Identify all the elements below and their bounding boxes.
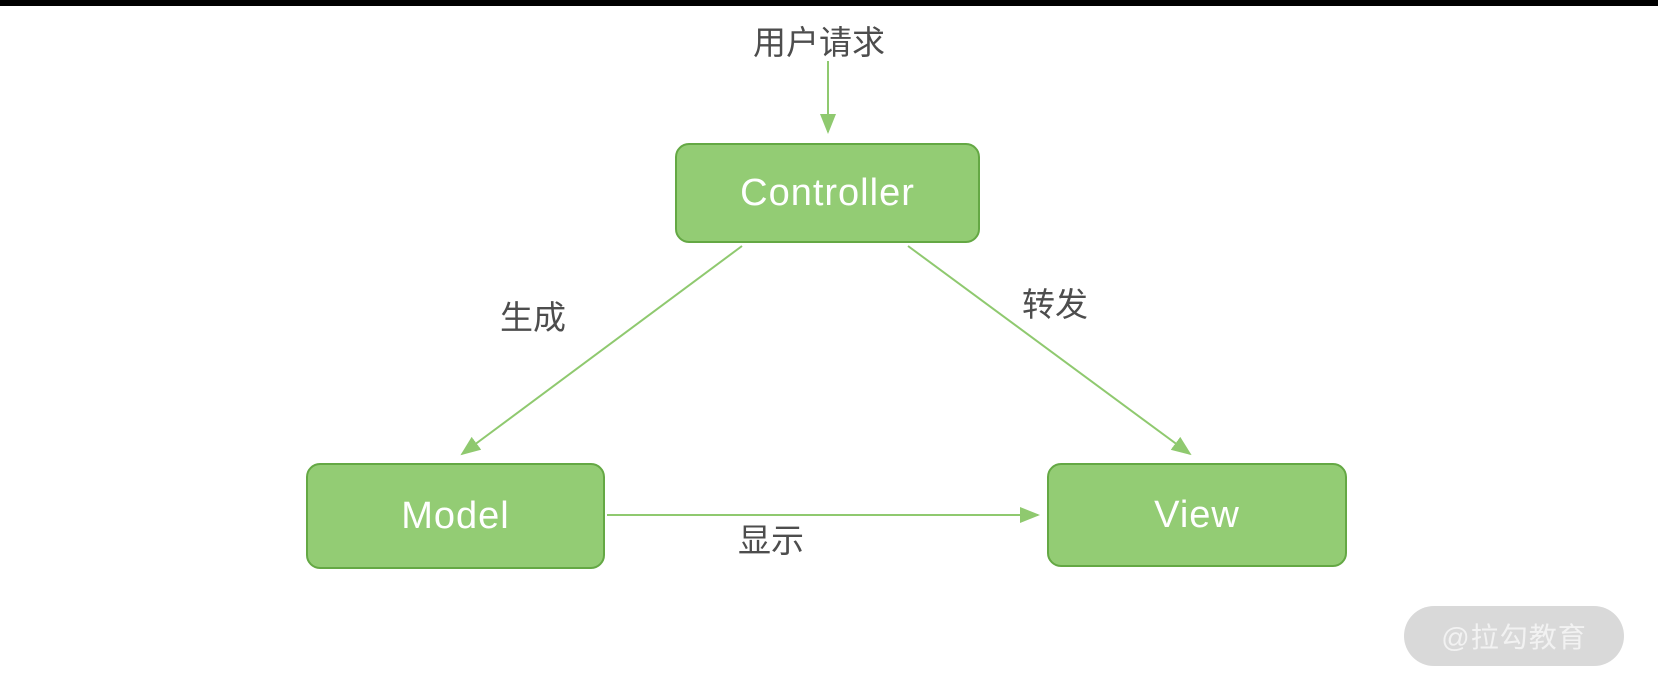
top-black-bar — [0, 0, 1658, 6]
watermark-badge: @拉勾教育 — [1404, 606, 1624, 666]
edge-label-display: 显示 — [738, 522, 804, 559]
edge-label-generate: 生成 — [500, 299, 566, 336]
diagram-edges — [460, 61, 1192, 523]
edge-label-user-request: 用户请求 — [753, 24, 885, 61]
node-controller[interactable]: Controller — [675, 143, 980, 243]
node-model[interactable]: Model — [306, 463, 605, 569]
diagram-canvas: Controller Model View 用户请求 生成 转发 显示 @拉勾教… — [0, 6, 1658, 692]
watermark-text: @拉勾教育 — [1441, 622, 1587, 653]
edge-controller-to-model — [460, 245, 743, 456]
edge-label-forward: 转发 — [1022, 286, 1088, 323]
node-view[interactable]: View — [1047, 463, 1347, 567]
